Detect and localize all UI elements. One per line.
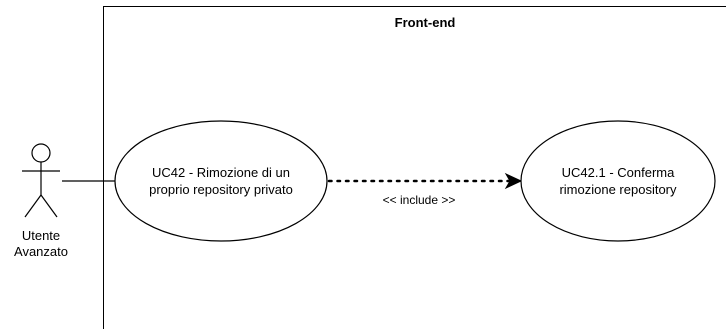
use-case-uc42-1-ellipse [520,120,716,242]
actor-label-line1: Utente [22,228,60,243]
include-relation: << include >> [327,172,523,207]
include-arrowhead [504,172,523,190]
use-case-uc42-label-line1: UC42 - Rimozione di un [152,165,290,180]
use-case-uc42: UC42 - Rimozione di un proprio repositor… [114,120,328,242]
include-label: << include >> [383,193,456,207]
use-case-uc42-label-line2: proprio repository privato [149,182,293,197]
use-case-uc42-1: UC42.1 - Conferma rimozione repository [520,120,716,242]
actor-label-line2: Avanzato [14,244,68,259]
actor-right-leg [40,194,58,218]
actor-utente-avanzato: Utente Avanzato [14,143,68,259]
system-boundary-frame [103,6,726,329]
use-case-uc42-1-label-line2: rimozione repository [559,182,677,197]
system-boundary-title: Front-end [395,15,456,30]
actor-left-leg [24,194,42,218]
actor-head [31,143,51,163]
use-case-uc42-1-label-line1: UC42.1 - Conferma [562,165,675,180]
system-boundary: Front-end [103,6,726,329]
use-case-uc42-ellipse [114,120,328,242]
